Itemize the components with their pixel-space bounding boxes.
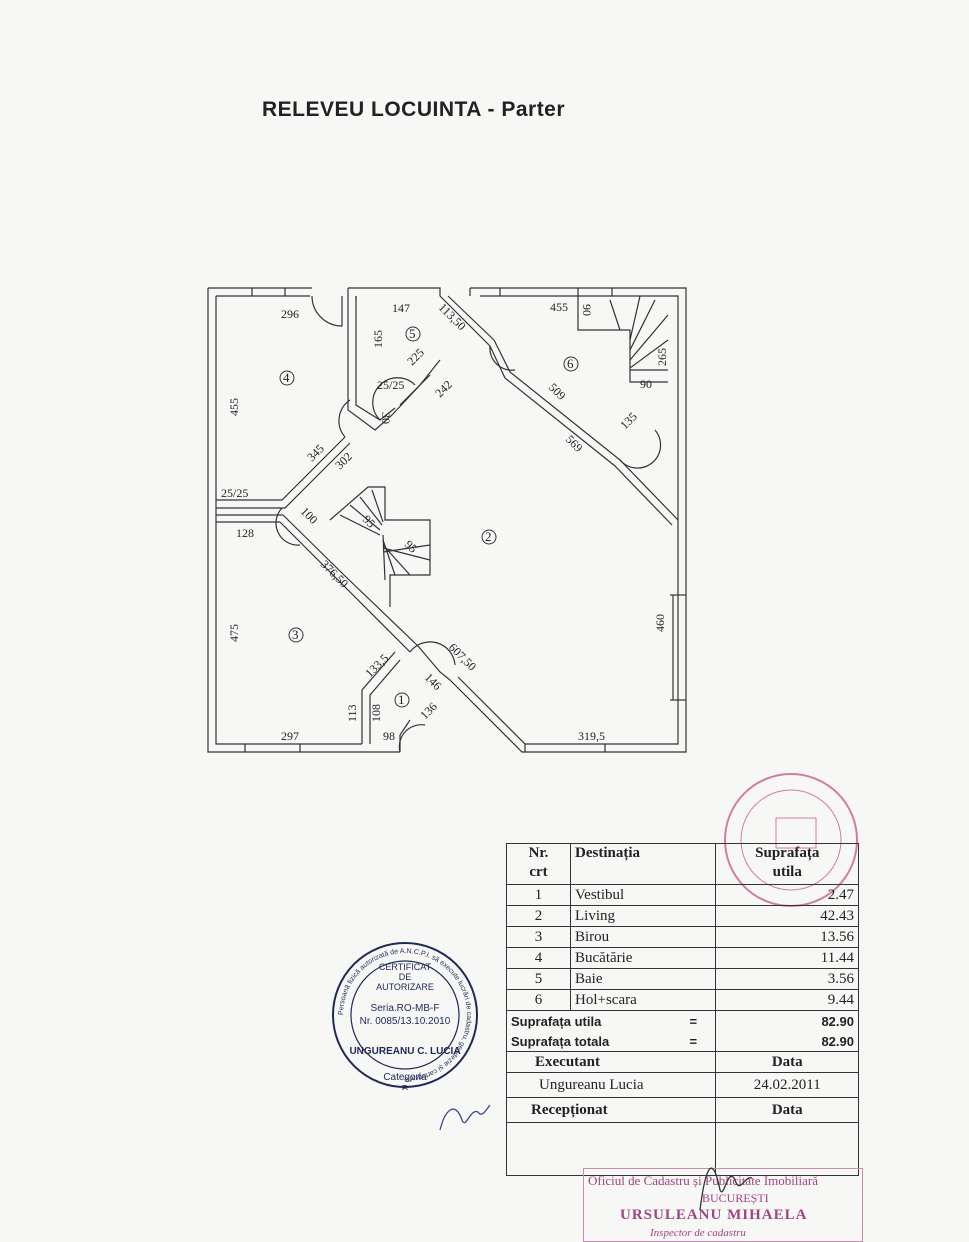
dim-label: 265 — [655, 348, 669, 366]
dim-label: 25/25 — [221, 486, 248, 500]
receptionat-header-row: Recepționat Data — [505, 1097, 859, 1123]
dim-label: 296 — [281, 307, 299, 321]
dim-label: 302 — [332, 449, 355, 472]
stamp-name: UNGUREANU C. LUCIA — [349, 1046, 460, 1057]
office-stamp-line: URSULEANU MIHAELA — [620, 1207, 808, 1223]
room-number: 6 — [567, 356, 574, 371]
stamp-nr: Nr. 0085/13.10.2010 — [360, 1016, 451, 1027]
stamp-cat: B — [402, 1084, 409, 1090]
blank-row — [505, 1122, 859, 1176]
room-number: 1 — [398, 692, 405, 707]
header-destinatia: Destinația — [569, 843, 717, 885]
stamp-serie: Seria.RO-MB-F — [371, 1003, 440, 1014]
dim-label: 297 — [281, 729, 299, 743]
dim-label: 376,50 — [318, 557, 351, 590]
stamp-line: AUTORIZARE — [376, 982, 434, 992]
dim-label: 460 — [653, 614, 667, 632]
page-title: RELEVEU LOCUINTA - Parter — [262, 98, 566, 121]
stamp-line: DE — [399, 972, 412, 982]
office-stamp-line: Oficiul de Cadastru și Publicitate Imobi… — [588, 1173, 818, 1188]
dim-label: 100 — [298, 504, 321, 527]
office-stamp-line: BUCUREȘTI — [702, 1191, 769, 1205]
dim-label: 30 — [379, 412, 393, 424]
stamp-line: CERTIFICAT — [379, 962, 432, 972]
room-number: 3 — [292, 627, 299, 642]
dim-label: 455 — [550, 300, 568, 314]
total-row: Suprafața utila= 82.90 — [505, 1010, 859, 1031]
dim-label: 136 — [417, 699, 440, 722]
dim-label: 242 — [432, 377, 455, 400]
header-nr: Nr.crt — [506, 843, 571, 885]
dim-label: 113,50 — [436, 300, 469, 333]
dim-label: 319,5 — [578, 729, 605, 743]
dim-label: 607,50 — [446, 640, 479, 673]
room-number: 5 — [409, 326, 416, 341]
executant-row: Ungureanu Lucia 24.02.2011 — [505, 1072, 859, 1098]
dim-label: 225 — [404, 345, 427, 368]
total-row: Suprafața totala= 82.90 — [505, 1031, 859, 1052]
executant-header-row: Executant Data — [505, 1051, 859, 1073]
room-number: 2 — [485, 529, 492, 544]
dim-label: 509 — [546, 380, 569, 403]
office-stamp-line: Inspector de cadastru — [650, 1227, 746, 1239]
dim-label: 25/25 — [377, 378, 404, 392]
dim-label: 147 — [392, 301, 410, 315]
stamp-cat-label: Categoria — [383, 1072, 427, 1083]
dim-label: 90 — [580, 304, 594, 316]
authorization-stamp: Persoană fizică autorizată de A.N.C.P.I.… — [332, 942, 478, 1090]
office-stamp: Oficiul de Cadastru și Publicitate Imobi… — [583, 1168, 863, 1242]
dim-label: 135 — [617, 409, 640, 432]
dim-label: 128 — [236, 526, 254, 540]
dim-label: 108 — [369, 704, 383, 722]
dim-label: 90 — [640, 377, 652, 391]
floor-plan: 1 2 3 4 5 6 296 455 345 302 25/25 128 10… — [207, 287, 687, 753]
dim-label: 475 — [227, 624, 241, 642]
dim-label: 455 — [227, 398, 241, 416]
dim-label: 345 — [304, 441, 327, 464]
dim-label: 113 — [345, 704, 359, 722]
dim-label: 165 — [371, 330, 385, 348]
room-number: 4 — [283, 370, 290, 385]
dim-label: 95 — [402, 537, 420, 555]
dim-label: 569 — [563, 432, 586, 455]
dim-label: 98 — [383, 729, 395, 743]
